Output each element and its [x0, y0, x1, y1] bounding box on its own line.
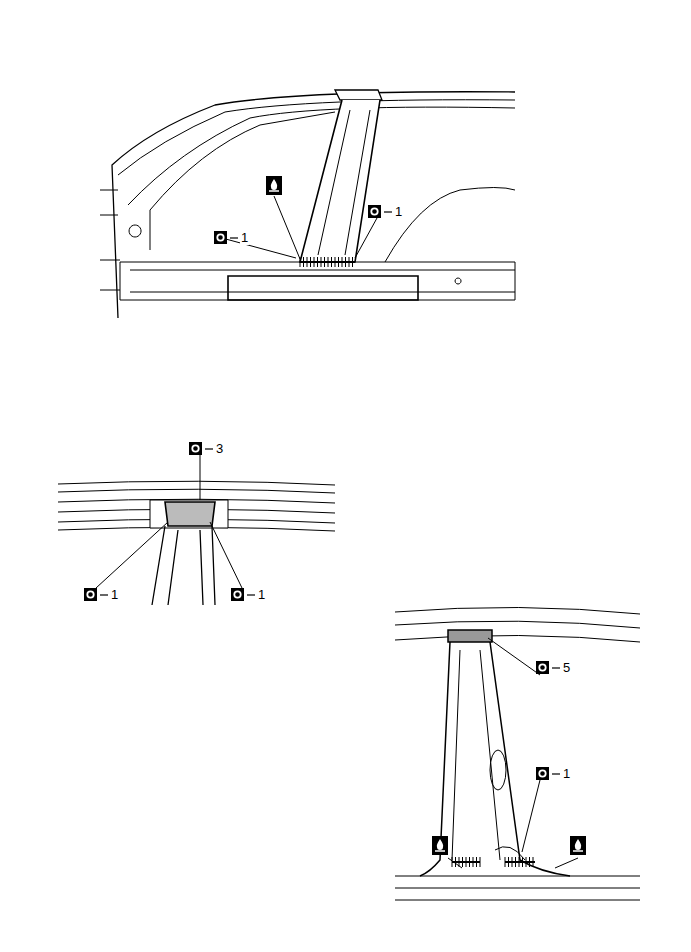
weld-symbols: [84, 176, 586, 855]
callout-number: 1: [110, 587, 119, 602]
side-body-figure: [100, 90, 515, 318]
pillar-figure: [395, 607, 640, 900]
weld-marks: [300, 257, 535, 867]
callout-number: 3: [215, 441, 224, 456]
callout-number: 1: [394, 204, 403, 219]
roof-joint-figure: [58, 454, 335, 605]
callout-number: 1: [562, 766, 571, 781]
callout-number: 1: [240, 230, 249, 245]
callout-number: 1: [257, 587, 266, 602]
callout-number: 5: [562, 660, 571, 675]
